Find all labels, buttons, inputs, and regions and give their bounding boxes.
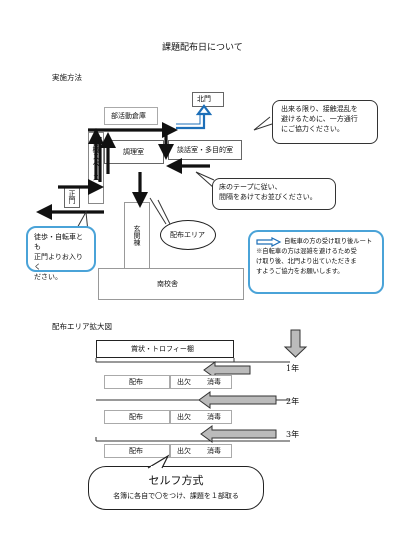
club-storage-box: 部活動倉庫	[104, 107, 158, 125]
distribution-text: 配布	[129, 378, 143, 386]
disinfect-text: 消毒	[207, 447, 221, 455]
legend-note-2: け取り後、北門より出ていただきま	[256, 258, 357, 265]
grade2-label: 2年	[286, 397, 300, 406]
self-service-title: セルフ方式	[148, 474, 204, 487]
section-heading-method: 実施方法	[52, 73, 82, 82]
walkers-line-2: 正門よりお入りく	[34, 253, 83, 271]
grade1-arrow	[203, 361, 251, 379]
grade3-arrow	[200, 425, 277, 443]
pointer-floor	[195, 171, 215, 189]
legend-title: 自転車の方の受け取り後ルート	[284, 238, 373, 245]
distribution-cell: 配布	[104, 410, 170, 424]
distribution-cell: 配布	[104, 375, 170, 389]
floor-tape-line-2: 間隔をあけてお並びください。	[219, 193, 317, 201]
attendance-text: 出欠	[177, 378, 191, 386]
legend-title-row: 自転車の方の受け取り後ルート	[256, 236, 376, 247]
pointer-one-way	[253, 116, 273, 131]
attendance-text: 出欠	[177, 413, 191, 421]
north-gate-box: 北門	[192, 92, 224, 107]
one-way-line-1: 出来る限り、接触混乱を	[281, 105, 358, 113]
pointer-distribution	[149, 197, 167, 225]
south-building-label: 南校舎	[157, 280, 178, 288]
disinfect-text: 消毒	[207, 378, 221, 386]
cooking-room-label: 調理室	[123, 148, 144, 156]
walkers-bubble: 徒歩・自転車とも 正門よりお入りく ださい。	[26, 226, 96, 281]
bicycle-route-arrow	[176, 104, 213, 130]
one-way-line-2: 避けるために、一方通行	[281, 115, 358, 123]
walkers-line-1: 徒歩・自転車とも	[34, 233, 83, 251]
main-gate-box: 正門	[64, 186, 80, 208]
one-way-line-3: にご協力ください。	[281, 125, 344, 133]
grade1-label: 1年	[286, 364, 300, 373]
south-building-box: 南校舎	[98, 268, 244, 300]
blue-arrow-icon	[256, 236, 282, 247]
page-title: 課題配布日について	[162, 43, 243, 53]
main-gate-label: 正門	[68, 190, 76, 204]
floor-tape-bubble: 床のテープに従い、 間隔をあけてお並びください。	[212, 178, 336, 210]
distribution-text: 配布	[129, 447, 143, 455]
grade3-label: 3年	[286, 430, 300, 439]
entrance-building-label: 玄関棟	[133, 225, 141, 246]
attendance-cell: 出欠 消毒	[170, 375, 232, 389]
club-storage-label: 部活動倉庫	[111, 112, 146, 120]
self-service-desc: 名簿に各自で〇をつけ、課題を１部取る	[113, 492, 239, 500]
distribution-area-bubble: 配布エリア	[160, 220, 216, 250]
conversation-room-label: 談話室・多目的室	[177, 146, 233, 154]
north-gate-label: 北門	[197, 95, 211, 103]
floor-tape-line-1: 床のテープに従い、	[219, 183, 282, 191]
awards-table: 賞状・トロフィー棚	[96, 340, 234, 358]
distribution-cell: 配布	[104, 444, 170, 458]
one-way-bubble: 出来る限り、接触混乱を 避けるために、一方通行 にご協力ください。	[272, 100, 378, 144]
attendance-cell: 出欠 消毒	[170, 410, 232, 424]
distribution-area-label: 配布エリア	[170, 231, 205, 239]
grade2-arrow	[198, 391, 277, 409]
entry-down-arrow	[283, 329, 308, 358]
self-service-callout: セルフ方式 名簿に各自で〇をつけ、課題を１部取る	[88, 466, 264, 510]
awards-table-label: 賞状・トロフィー棚	[131, 345, 194, 353]
distribution-text: 配布	[129, 413, 143, 421]
conversation-room-box: 談話室・多目的室	[168, 140, 242, 160]
legend-note-1: ※自転車の方は混雑を避けるため受	[256, 248, 357, 255]
disinfect-text: 消毒	[207, 413, 221, 421]
section-heading-zoom: 配布エリア拡大図	[52, 322, 112, 331]
bicycle-legend: 自転車の方の受け取り後ルート ※自転車の方は混雑を避けるため受 け取り後、北門よ…	[248, 230, 384, 294]
attendance-cell: 出欠 消毒	[170, 444, 232, 458]
walkers-line-3: ださい。	[34, 273, 62, 281]
legend-note-3: すようご協力をお願いします。	[256, 268, 344, 275]
attendance-text: 出欠	[177, 447, 191, 455]
